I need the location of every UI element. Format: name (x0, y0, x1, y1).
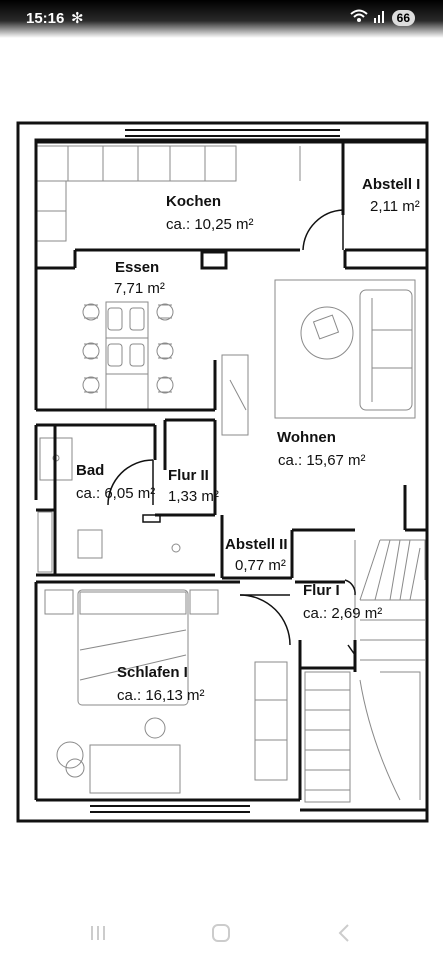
status-bar: 15:16 ✻ 66 (0, 0, 443, 38)
room-name-abstell-1: Abstell I (362, 176, 421, 193)
room-name-abstell-2: Abstell II (225, 536, 288, 553)
room-name-wohnen: Wohnen (277, 429, 336, 446)
room-area-abstell-1: 2,11 m² (370, 198, 420, 215)
battery-icon: 66 (391, 9, 415, 26)
back-icon[interactable] (336, 923, 352, 949)
room-area-wohnen: ca.: 15,67 m² (278, 452, 366, 469)
room-name-flur-1: Flur I (303, 582, 340, 599)
asterisk-icon: ✻ (71, 10, 84, 27)
walls (16, 121, 429, 823)
door-swings (107, 209, 356, 656)
room-name-bad: Bad (76, 462, 105, 479)
signal-icon (373, 9, 386, 26)
room-area-bad: ca.: 6,05 m² (76, 485, 156, 502)
room-name-flur-2: Flur II (168, 467, 209, 484)
room-name-schlafen-1: Schlafen I (117, 664, 188, 681)
room-area-flur-1: ca.: 2,69 m² (303, 605, 383, 622)
room-area-kochen: ca.: 10,25 m² (166, 216, 254, 233)
room-area-flur-2: 1,33 m² (168, 488, 219, 505)
room-name-kochen: Kochen (166, 193, 222, 210)
room-area-essen: 7,71 m² (114, 280, 165, 297)
recent-apps-icon[interactable] (88, 923, 108, 949)
home-icon[interactable] (210, 923, 232, 949)
room-area-abstell-2: 0,77 m² (235, 557, 286, 574)
wifi-icon (349, 9, 368, 26)
furniture (35, 145, 426, 803)
status-time: 15:16 (26, 10, 65, 27)
room-name-essen: Essen (115, 259, 160, 276)
room-area-schlafen-1: ca.: 16,13 m² (117, 687, 205, 704)
navigation-bar (0, 905, 443, 960)
